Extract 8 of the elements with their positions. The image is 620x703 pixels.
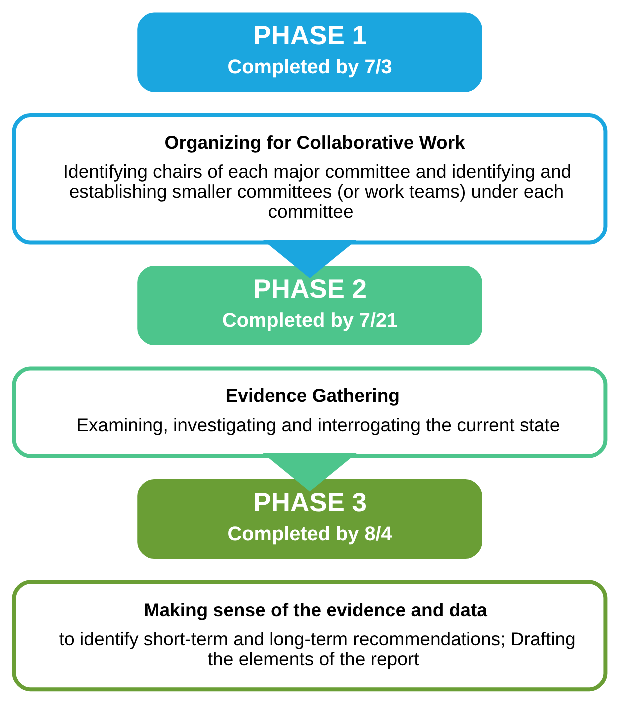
node-box: Making sense of the evidence and data to identify short-term and long-term recommendations; Drafting the elements of the report [12, 580, 608, 692]
node-box: PHASE 3 Completed by 8/4 [138, 479, 482, 560]
node-box: PHASE 2 Completed by 7/21 [138, 266, 482, 346]
node-box: Organizing for Collaborative Work Identifying chairs of each major committee and identifying and establishing smaller committees (or work teams) under each committee [12, 113, 608, 245]
node-box: Evidence Gathering Examining, investigating and interrogating the current state [12, 366, 608, 458]
arrow [262, 453, 358, 492]
arrow [262, 240, 358, 278]
node-box: PHASE 1 Completed by 7/3 [138, 12, 482, 92]
